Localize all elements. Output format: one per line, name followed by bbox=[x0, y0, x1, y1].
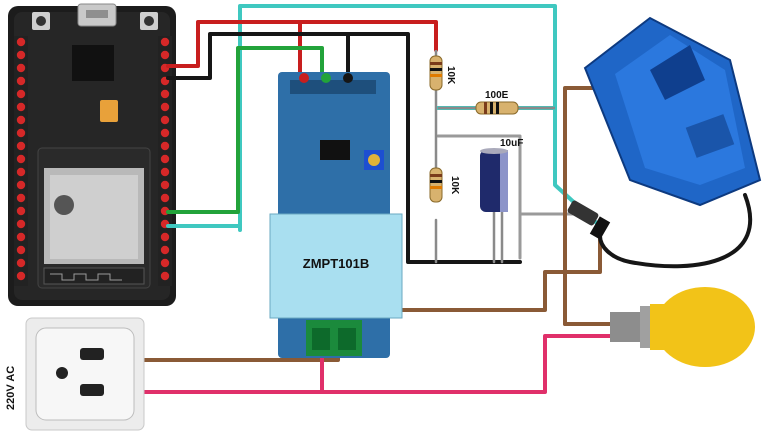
header-pin bbox=[160, 115, 170, 125]
header-pin bbox=[16, 37, 26, 47]
wires bbox=[98, 4, 753, 394]
header-pin bbox=[160, 102, 170, 112]
header-pin bbox=[16, 141, 26, 151]
header-pin bbox=[16, 271, 26, 281]
r-series-label: 100E bbox=[485, 90, 509, 101]
light-bulb bbox=[610, 287, 755, 367]
header-pin bbox=[16, 76, 26, 86]
header-pin bbox=[16, 167, 26, 177]
header-pin bbox=[16, 154, 26, 164]
resistor-top: 10K bbox=[429, 50, 456, 91]
wall-socket bbox=[25, 317, 145, 431]
header-pin bbox=[160, 271, 170, 281]
header-pin bbox=[160, 258, 170, 268]
header-pin bbox=[16, 115, 26, 125]
resistor-series: 100E bbox=[438, 90, 555, 115]
header-pin bbox=[160, 180, 170, 190]
header-pin bbox=[16, 206, 26, 216]
zmpt101b-module: ZMPT101B bbox=[269, 72, 403, 358]
r-top-label: 10K bbox=[445, 66, 456, 85]
header-pin bbox=[16, 50, 26, 60]
header-pin bbox=[16, 258, 26, 268]
header-pin bbox=[160, 154, 170, 164]
header-pin bbox=[160, 193, 170, 203]
header-pin bbox=[16, 63, 26, 73]
header-pin bbox=[16, 128, 26, 138]
header-pin bbox=[160, 37, 170, 47]
header-pin bbox=[160, 141, 170, 151]
ac-source-label: 220V AC bbox=[5, 366, 17, 410]
header-pin bbox=[160, 128, 170, 138]
header-pin bbox=[16, 102, 26, 112]
header-pin bbox=[160, 89, 170, 99]
header-pin bbox=[160, 232, 170, 242]
header-pin bbox=[16, 219, 26, 229]
header-pin bbox=[16, 180, 26, 190]
header-pin bbox=[160, 50, 170, 60]
module-label: ZMPT101B bbox=[303, 256, 369, 271]
header-pin bbox=[160, 245, 170, 255]
audio-jack bbox=[567, 200, 611, 240]
current-transformer bbox=[583, 16, 762, 207]
header-pin bbox=[160, 167, 170, 177]
cap-label: 10uF bbox=[500, 138, 523, 149]
r-bottom-label: 10K bbox=[449, 176, 460, 195]
header-pin bbox=[16, 193, 26, 203]
header-pin bbox=[16, 245, 26, 255]
esp32-board bbox=[8, 3, 176, 306]
header-pin bbox=[16, 89, 26, 99]
header-pin bbox=[16, 232, 26, 242]
resistor-bottom: 10K bbox=[429, 167, 460, 203]
capacitor: 10uF bbox=[480, 138, 523, 212]
